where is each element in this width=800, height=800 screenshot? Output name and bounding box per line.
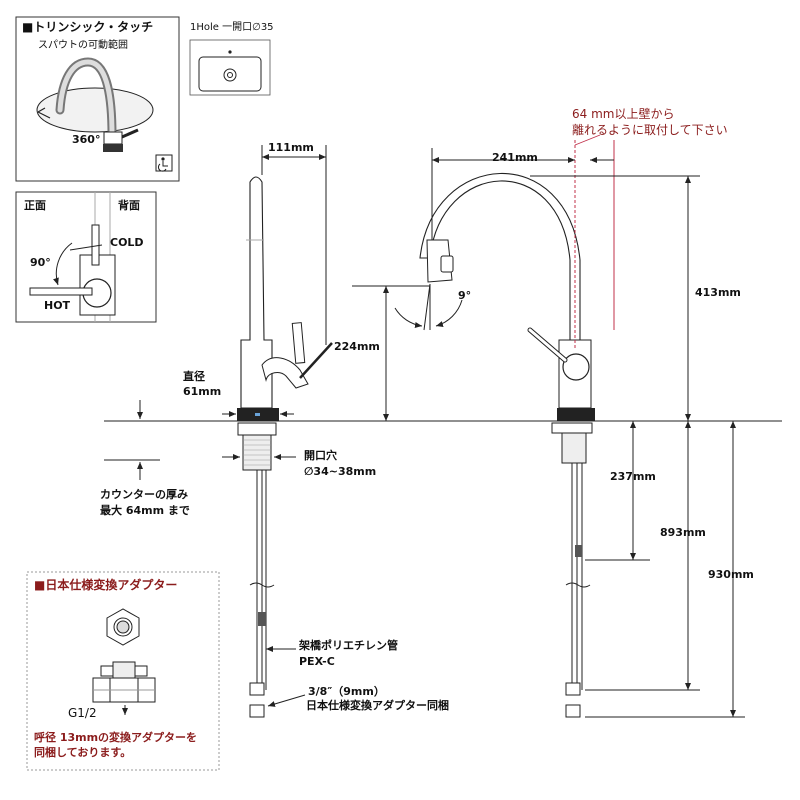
handle-panel-frame <box>15 191 157 323</box>
diameter-label-line2: 61mm <box>183 385 222 398</box>
faucet-front-view <box>419 172 595 718</box>
depth-930-label: 930mm <box>708 568 754 581</box>
dimension-237 <box>585 421 650 561</box>
adapter-note-line1: 呼径 13mmの変換アダプターを <box>34 731 198 744</box>
connector-label-line2: 日本仕様変換アダプター同梱 <box>306 699 449 712</box>
back-label: 背面 <box>118 199 140 212</box>
counter-thickness-line2: 最大 64mm まで <box>100 504 190 517</box>
dimension-893 <box>585 421 700 691</box>
hole-size-line1: 開口穴 <box>304 449 337 462</box>
sink-hole-illustration <box>198 50 262 92</box>
diameter-label-line1: 直径 <box>183 370 205 383</box>
counter-thickness-line1: カウンターの厚み <box>100 488 188 501</box>
cold-label: COLD <box>110 236 144 249</box>
depth-237-label: 237mm <box>610 470 656 483</box>
dimension-111 <box>261 145 327 345</box>
handle-angle-illustration <box>29 192 116 322</box>
accessibility-icon <box>155 154 173 172</box>
connector-leader <box>267 694 306 707</box>
hole-panel-frame <box>189 39 271 96</box>
wall-note-line2: 離れるように取付して下さい <box>572 123 728 137</box>
dimension-930 <box>585 421 745 718</box>
counter-thickness-arrows <box>104 400 160 480</box>
touch-panel-title: ■トリンシック・タッチ <box>22 20 154 34</box>
hole-size-line2: ∅34~38mm <box>304 465 377 478</box>
height-413-label: 413mm <box>695 286 741 299</box>
tilt-angle-marker <box>394 283 463 331</box>
height-224-label: 224mm <box>334 340 380 353</box>
adapter-illustration <box>92 608 156 715</box>
front-label: 正面 <box>24 199 46 212</box>
spout-rotation-illustration <box>36 57 154 152</box>
rotation-angle-label: 360° <box>72 133 101 146</box>
wall-leader <box>574 134 601 146</box>
pipe-label-line2: PEX-C <box>299 655 335 668</box>
touch-panel-frame <box>15 16 180 182</box>
pipe-label-line1: 架橋ポリエチレン管 <box>299 639 398 652</box>
connector-label-line1: 3/8″（9mm） <box>308 685 385 698</box>
faucet-side-view <box>237 176 333 718</box>
dimension-241 <box>431 148 614 240</box>
dimension-224 <box>352 285 430 421</box>
adapter-panel-title: ■日本仕様変換アダプター <box>34 578 178 592</box>
dimension-413 <box>530 175 700 421</box>
hot-label: HOT <box>44 299 71 312</box>
reach-111-label: 111mm <box>268 141 314 154</box>
reach-241-label: 241mm <box>492 151 538 164</box>
handle-angle-label: 90° <box>30 256 51 269</box>
adapter-note-line2: 同梱しております。 <box>34 746 132 759</box>
adapter-panel-frame <box>26 571 220 771</box>
hole-label: 1Hole 一開口∅35 <box>190 22 274 33</box>
adapter-thread-label: G1/2 <box>68 706 97 720</box>
tilt-angle-label: 9° <box>458 289 472 302</box>
depth-893-label: 893mm <box>660 526 706 539</box>
wall-note-line1: 64 mm以上壁から <box>572 107 675 121</box>
touch-panel-subtitle: スパウトの可動範囲 <box>38 40 128 51</box>
